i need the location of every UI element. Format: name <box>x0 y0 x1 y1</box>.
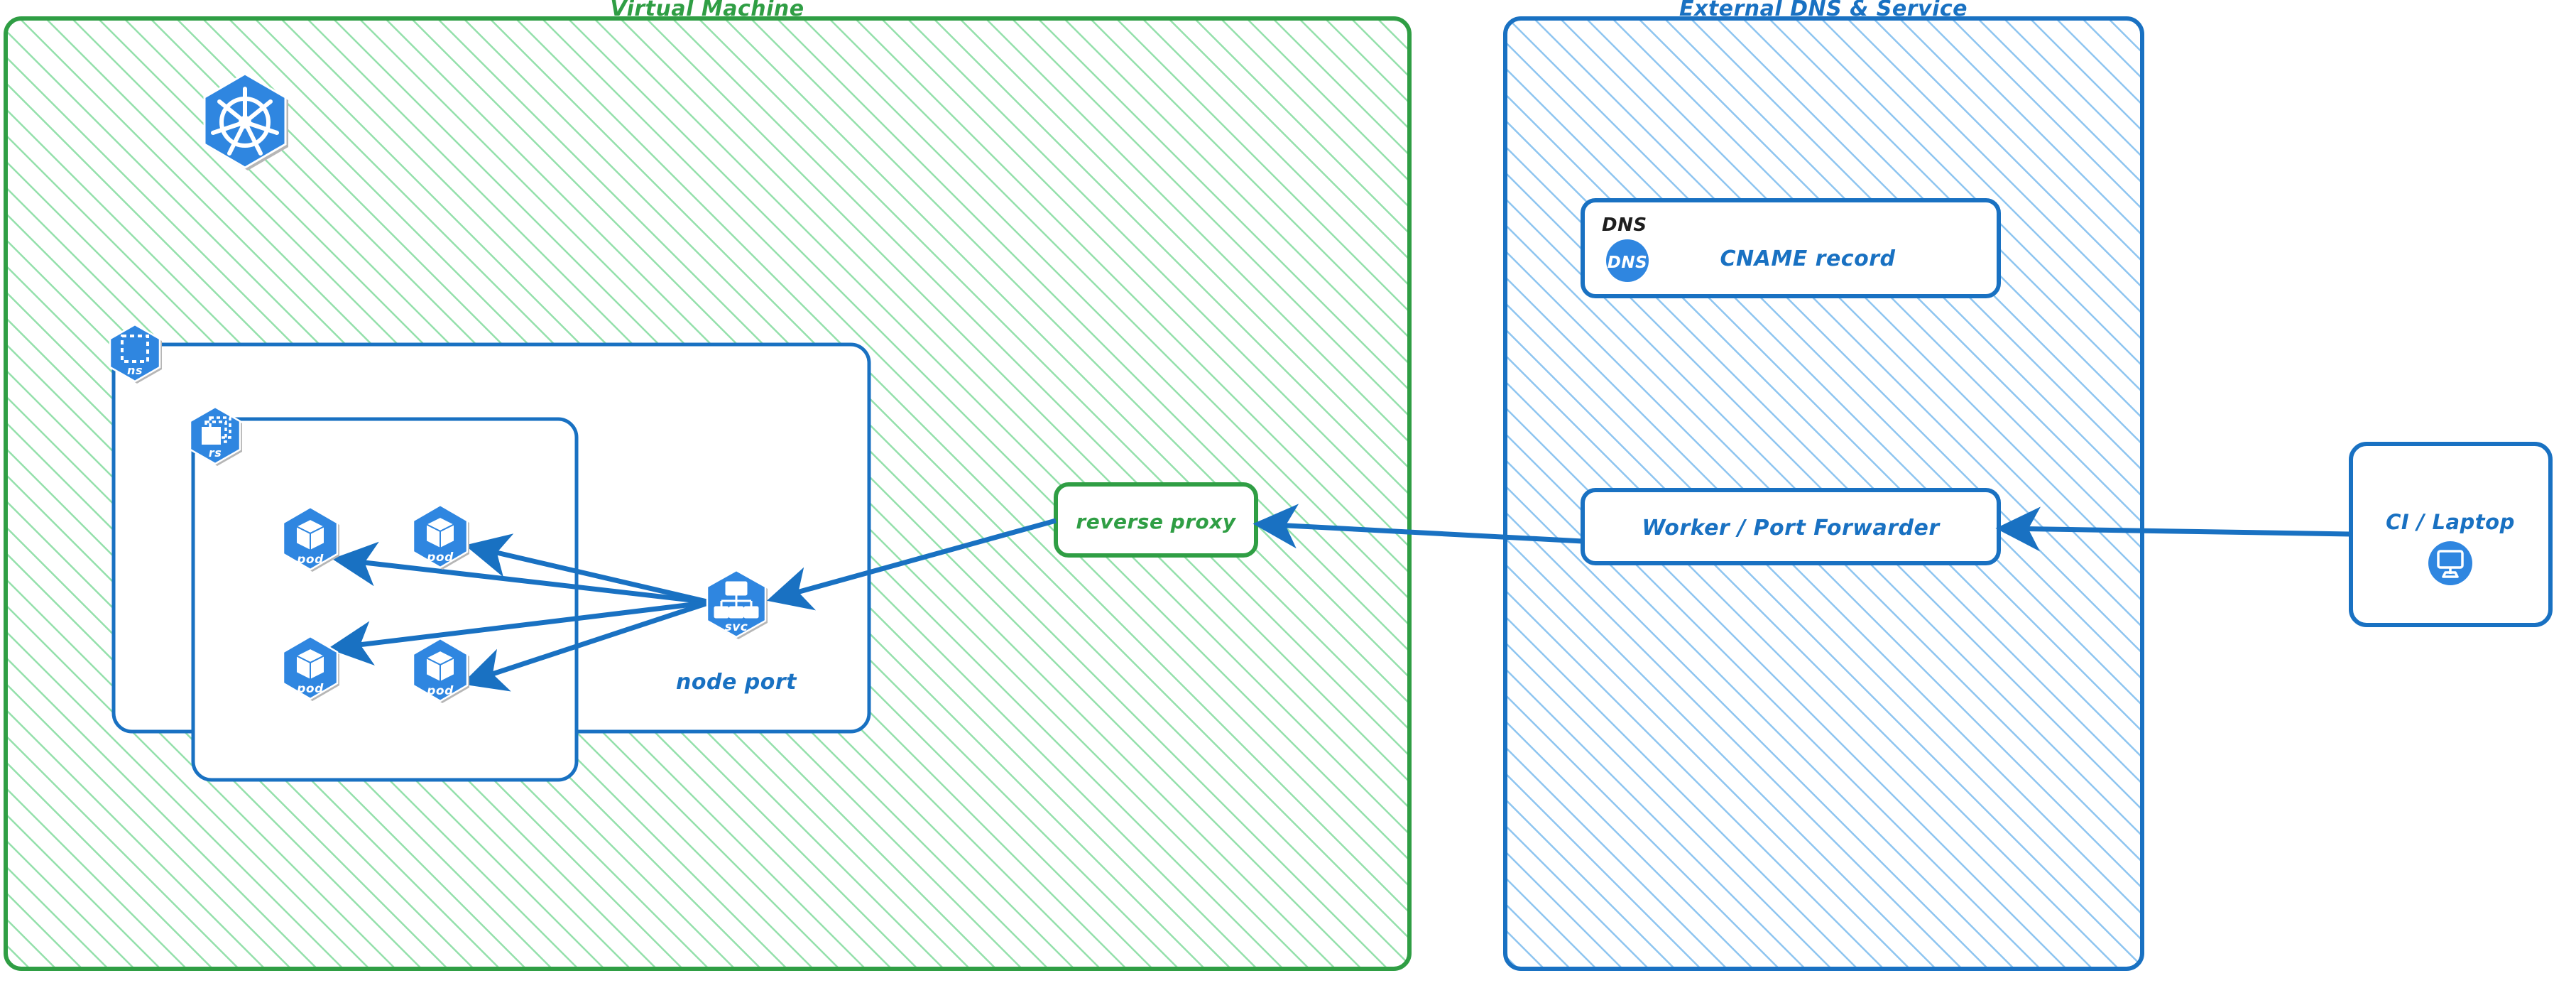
dns-circle-icon: DNS <box>1606 239 1649 282</box>
kubernetes-helm-icon <box>203 72 288 170</box>
arrow-svc-to-pod-1 <box>332 541 711 605</box>
arrow-svc-to-pod-3 <box>327 599 711 666</box>
cname-record-rect[interactable] <box>1581 198 2001 298</box>
ci-laptop-box[interactable]: CI / Laptop <box>2349 442 2553 627</box>
namespace-icon: ns <box>109 323 162 384</box>
replicaset-icon: rs <box>189 406 242 466</box>
ci-laptop-label: CI / Laptop <box>2386 510 2515 534</box>
pod-cube-icon: pod <box>412 637 469 703</box>
node-port-label: node port <box>676 670 797 695</box>
service-to-pod-arrows <box>327 533 711 692</box>
pod-label: pod <box>426 684 454 698</box>
replicaset-container-box <box>191 417 579 782</box>
pod-label: pod <box>426 550 454 565</box>
pod-cube-icon: pod <box>282 506 339 572</box>
reverse-proxy-box[interactable]: reverse proxy <box>1054 482 1258 558</box>
arrow-svc-to-pod-4 <box>462 599 711 692</box>
arrow-ci-laptop-to-worker <box>1995 506 2352 552</box>
pod-cube-icon: pod <box>282 635 339 701</box>
pod-cube-icon: pod <box>412 504 469 570</box>
arrow-worker-to-reverse-proxy <box>1252 504 1583 549</box>
ci-laptop-rect[interactable] <box>2349 442 2553 627</box>
monitor-circle-icon <box>2428 541 2472 585</box>
group-external-dns-service: External DNS & Service <box>1503 0 2144 971</box>
worker-port-forwarder-box[interactable]: Worker / Port Forwarder <box>1581 488 2001 565</box>
dns-circle-label: DNS <box>1608 254 1647 272</box>
cname-record-label: CNAME record <box>1720 246 1896 271</box>
replicaset-icon-label: rs <box>209 446 222 460</box>
cname-record-box[interactable]: DNS DNS CNAME record <box>1581 198 2001 298</box>
arrow-reverse-proxy-to-service <box>766 518 1057 611</box>
dns-badge-label: DNS <box>1602 214 1647 236</box>
reverse-proxy-label: reverse proxy <box>1076 510 1236 533</box>
pod-label: pod <box>296 553 324 567</box>
worker-port-forwarder-label: Worker / Port Forwarder <box>1642 516 1941 541</box>
arrow-svc-to-pod-2 <box>464 533 711 605</box>
service-label: svc <box>725 620 748 634</box>
pod-label: pod <box>296 682 324 696</box>
service-tree-icon: svc <box>706 569 768 639</box>
namespace-icon-label: ns <box>127 364 143 377</box>
